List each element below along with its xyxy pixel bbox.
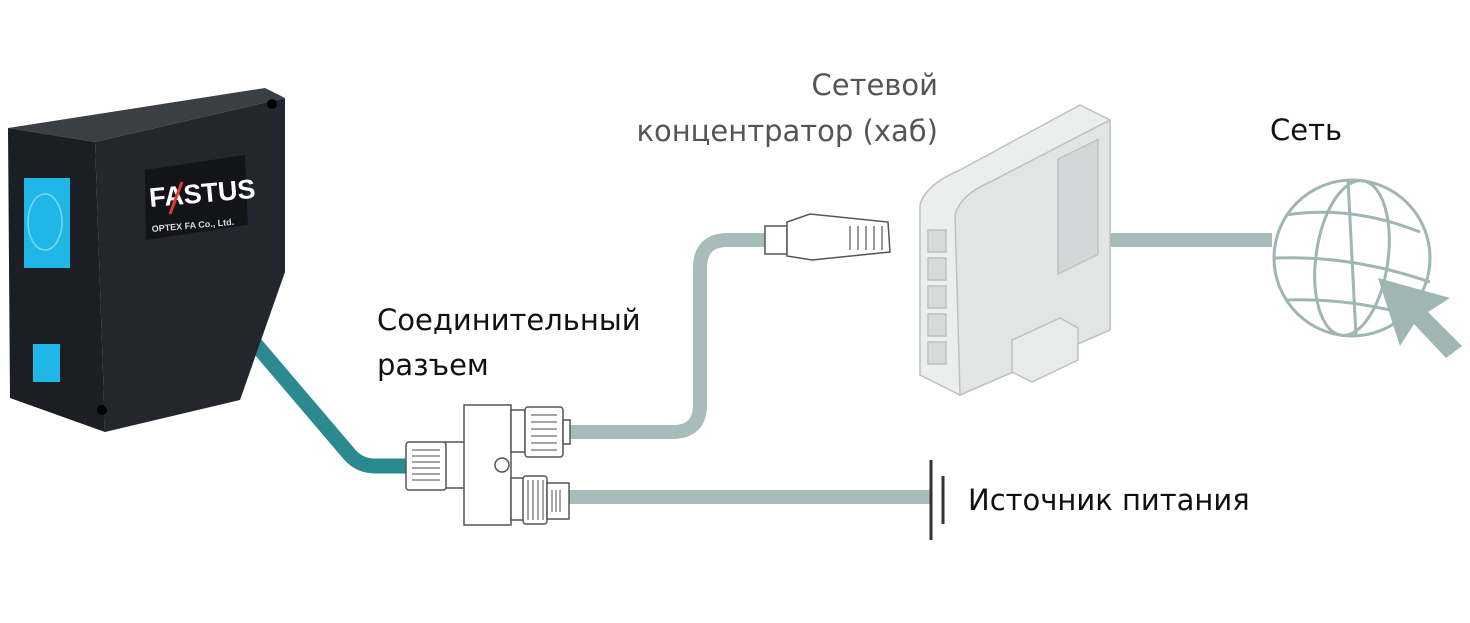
sensor-cable xyxy=(244,332,418,474)
cursor-arrow-icon xyxy=(1378,278,1462,358)
hub-label-line2: концентратор (хаб) xyxy=(636,114,938,148)
network-hub-icon xyxy=(919,104,1111,397)
sensor-lens-window xyxy=(24,178,70,268)
power-source-icon xyxy=(929,460,945,540)
connector-label-line1: Соединительный xyxy=(377,303,641,337)
rj45-plug xyxy=(764,213,891,261)
fastus-sensor: FASTUS OPTEX FA Co., Ltd. xyxy=(8,88,285,432)
hub-cable xyxy=(565,233,768,439)
connector-label-line2: разъем xyxy=(377,348,489,382)
hub-label-line1: Сетевой xyxy=(811,68,938,102)
power-source-label: Источник питания xyxy=(968,483,1250,517)
sensor-logo-plate xyxy=(145,155,248,240)
t-connector xyxy=(405,404,571,526)
sensor-indicator-window xyxy=(33,344,60,382)
network-label: Сеть xyxy=(1270,113,1343,147)
